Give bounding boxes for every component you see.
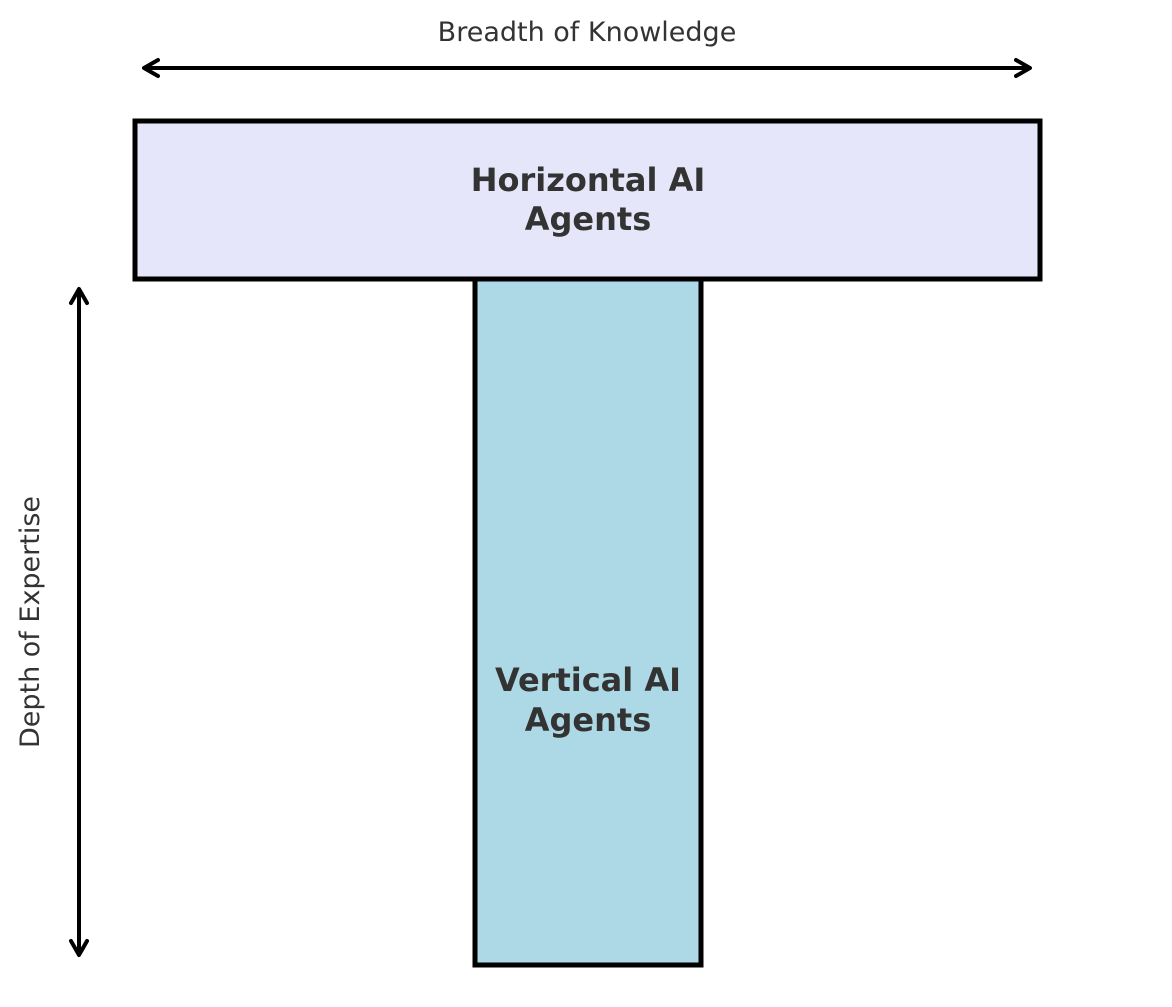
vertical-agents-rect xyxy=(472,276,704,968)
vertical-agents-label-line-2: Agents xyxy=(525,701,652,739)
breadth-axis: Breadth of Knowledge xyxy=(142,17,1032,78)
horizontal-agents-rect xyxy=(132,118,1043,282)
breadth-arrow-right-head xyxy=(1014,58,1032,78)
horizontal-agents-box: Horizontal AI Agents xyxy=(132,118,1043,282)
horizontal-agents-label-line-2: Agents xyxy=(525,200,652,238)
vertical-agents-label-line-1: Vertical AI xyxy=(495,661,681,699)
depth-arrow-bottom-head xyxy=(69,939,89,957)
breadth-label: Breadth of Knowledge xyxy=(438,17,737,48)
depth-arrow-top-head xyxy=(69,287,89,305)
vertical-agents-box: Vertical AI Agents xyxy=(472,276,704,968)
depth-axis: Depth of Expertise xyxy=(15,287,89,957)
horizontal-agents-label-line-1: Horizontal AI xyxy=(471,161,706,199)
breadth-arrow-left-head xyxy=(142,58,160,78)
depth-label: Depth of Expertise xyxy=(15,496,46,748)
